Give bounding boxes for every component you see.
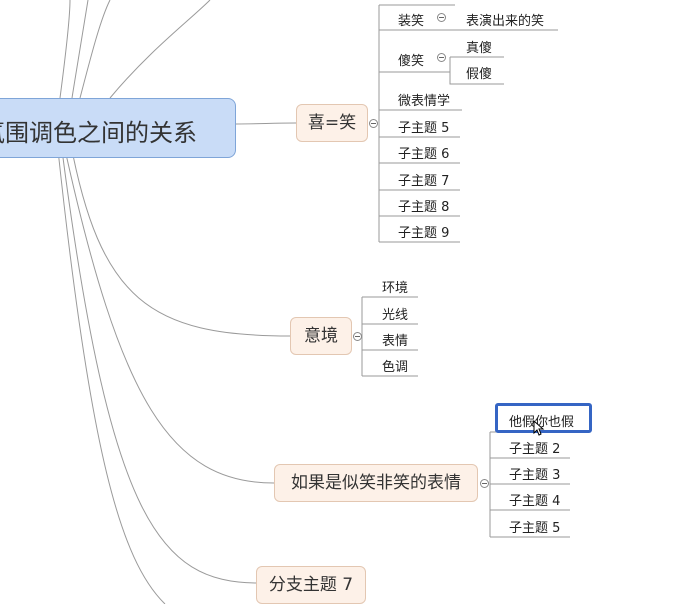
sub-topic-biaoqing[interactable]: 表情 [382, 334, 409, 349]
sub-topic-zhensha[interactable]: 真傻 [466, 41, 493, 56]
sub-topic-7[interactable]: 子主题 7 [398, 174, 450, 189]
topic-yijing[interactable]: 意境 [290, 317, 352, 355]
sub-topic-8[interactable]: 子主题 8 [398, 200, 450, 215]
sub-topic-r2[interactable]: 子主题 2 [509, 442, 561, 457]
connector-offscreen-5 [59, 0, 71, 99]
sub-topic-sediao[interactable]: 色调 [382, 360, 409, 375]
connector-branch7 [61, 149, 257, 584]
connector-xi [235, 122, 297, 125]
topic-xi-label: 喜=笑 [307, 113, 357, 133]
sub-topic-jiasha[interactable]: 假傻 [466, 67, 493, 82]
topic-xi[interactable]: 喜=笑 [296, 104, 368, 142]
topic-branch7-label: 分支主题 7 [268, 575, 354, 595]
collapse-icon[interactable] [480, 479, 489, 488]
connector-offscreen-1 [57, 149, 166, 604]
connector-yijing [69, 139, 291, 337]
connector-offscreen-4 [109, 0, 211, 99]
selected-sub-topic[interactable]: 他假你也假 [495, 403, 592, 433]
sub-topic-guangxian[interactable]: 光线 [382, 308, 409, 323]
sub-topic-r3[interactable]: 子主题 3 [509, 468, 561, 483]
cursor-icon [533, 420, 545, 436]
central-topic-label: 氛围调色之间的关系 [0, 119, 197, 147]
collapse-icon[interactable] [437, 53, 446, 62]
sub-topic-r4[interactable]: 子主题 4 [509, 494, 561, 509]
collapse-icon[interactable] [353, 332, 362, 341]
sub-topic-zhuangxiao[interactable]: 装笑 [398, 14, 425, 29]
topic-branch7[interactable]: 分支主题 7 [256, 566, 366, 604]
connector-ruguo [63, 144, 275, 484]
connector-offscreen-2 [79, 0, 111, 99]
sub-topic-r5[interactable]: 子主题 5 [509, 521, 561, 536]
topic-yijing-label: 意境 [304, 326, 338, 346]
sub-topic-weibiaoqing[interactable]: 微表情学 [398, 94, 451, 109]
sub-topic-tajia: 他假你也假 [509, 415, 575, 430]
sub-topic-9[interactable]: 子主题 9 [398, 226, 450, 241]
sub-topic-huanjing[interactable]: 环境 [382, 281, 409, 296]
topic-ruguo-label: 如果是似笑非笑的表情 [291, 473, 461, 493]
connector-offscreen-3 [71, 0, 89, 99]
sub-topic-biaoyan[interactable]: 表演出来的笑 [466, 14, 545, 29]
sub-topic-6[interactable]: 子主题 6 [398, 147, 450, 162]
topic-ruguo[interactable]: 如果是似笑非笑的表情 [274, 464, 478, 502]
collapse-icon[interactable] [437, 13, 446, 22]
sub-topic-5[interactable]: 子主题 5 [398, 121, 450, 136]
collapse-icon[interactable] [369, 119, 378, 128]
sub-topic-shaxiao[interactable]: 傻笑 [398, 54, 425, 69]
central-topic[interactable]: 氛围调色之间的关系 [0, 98, 236, 158]
